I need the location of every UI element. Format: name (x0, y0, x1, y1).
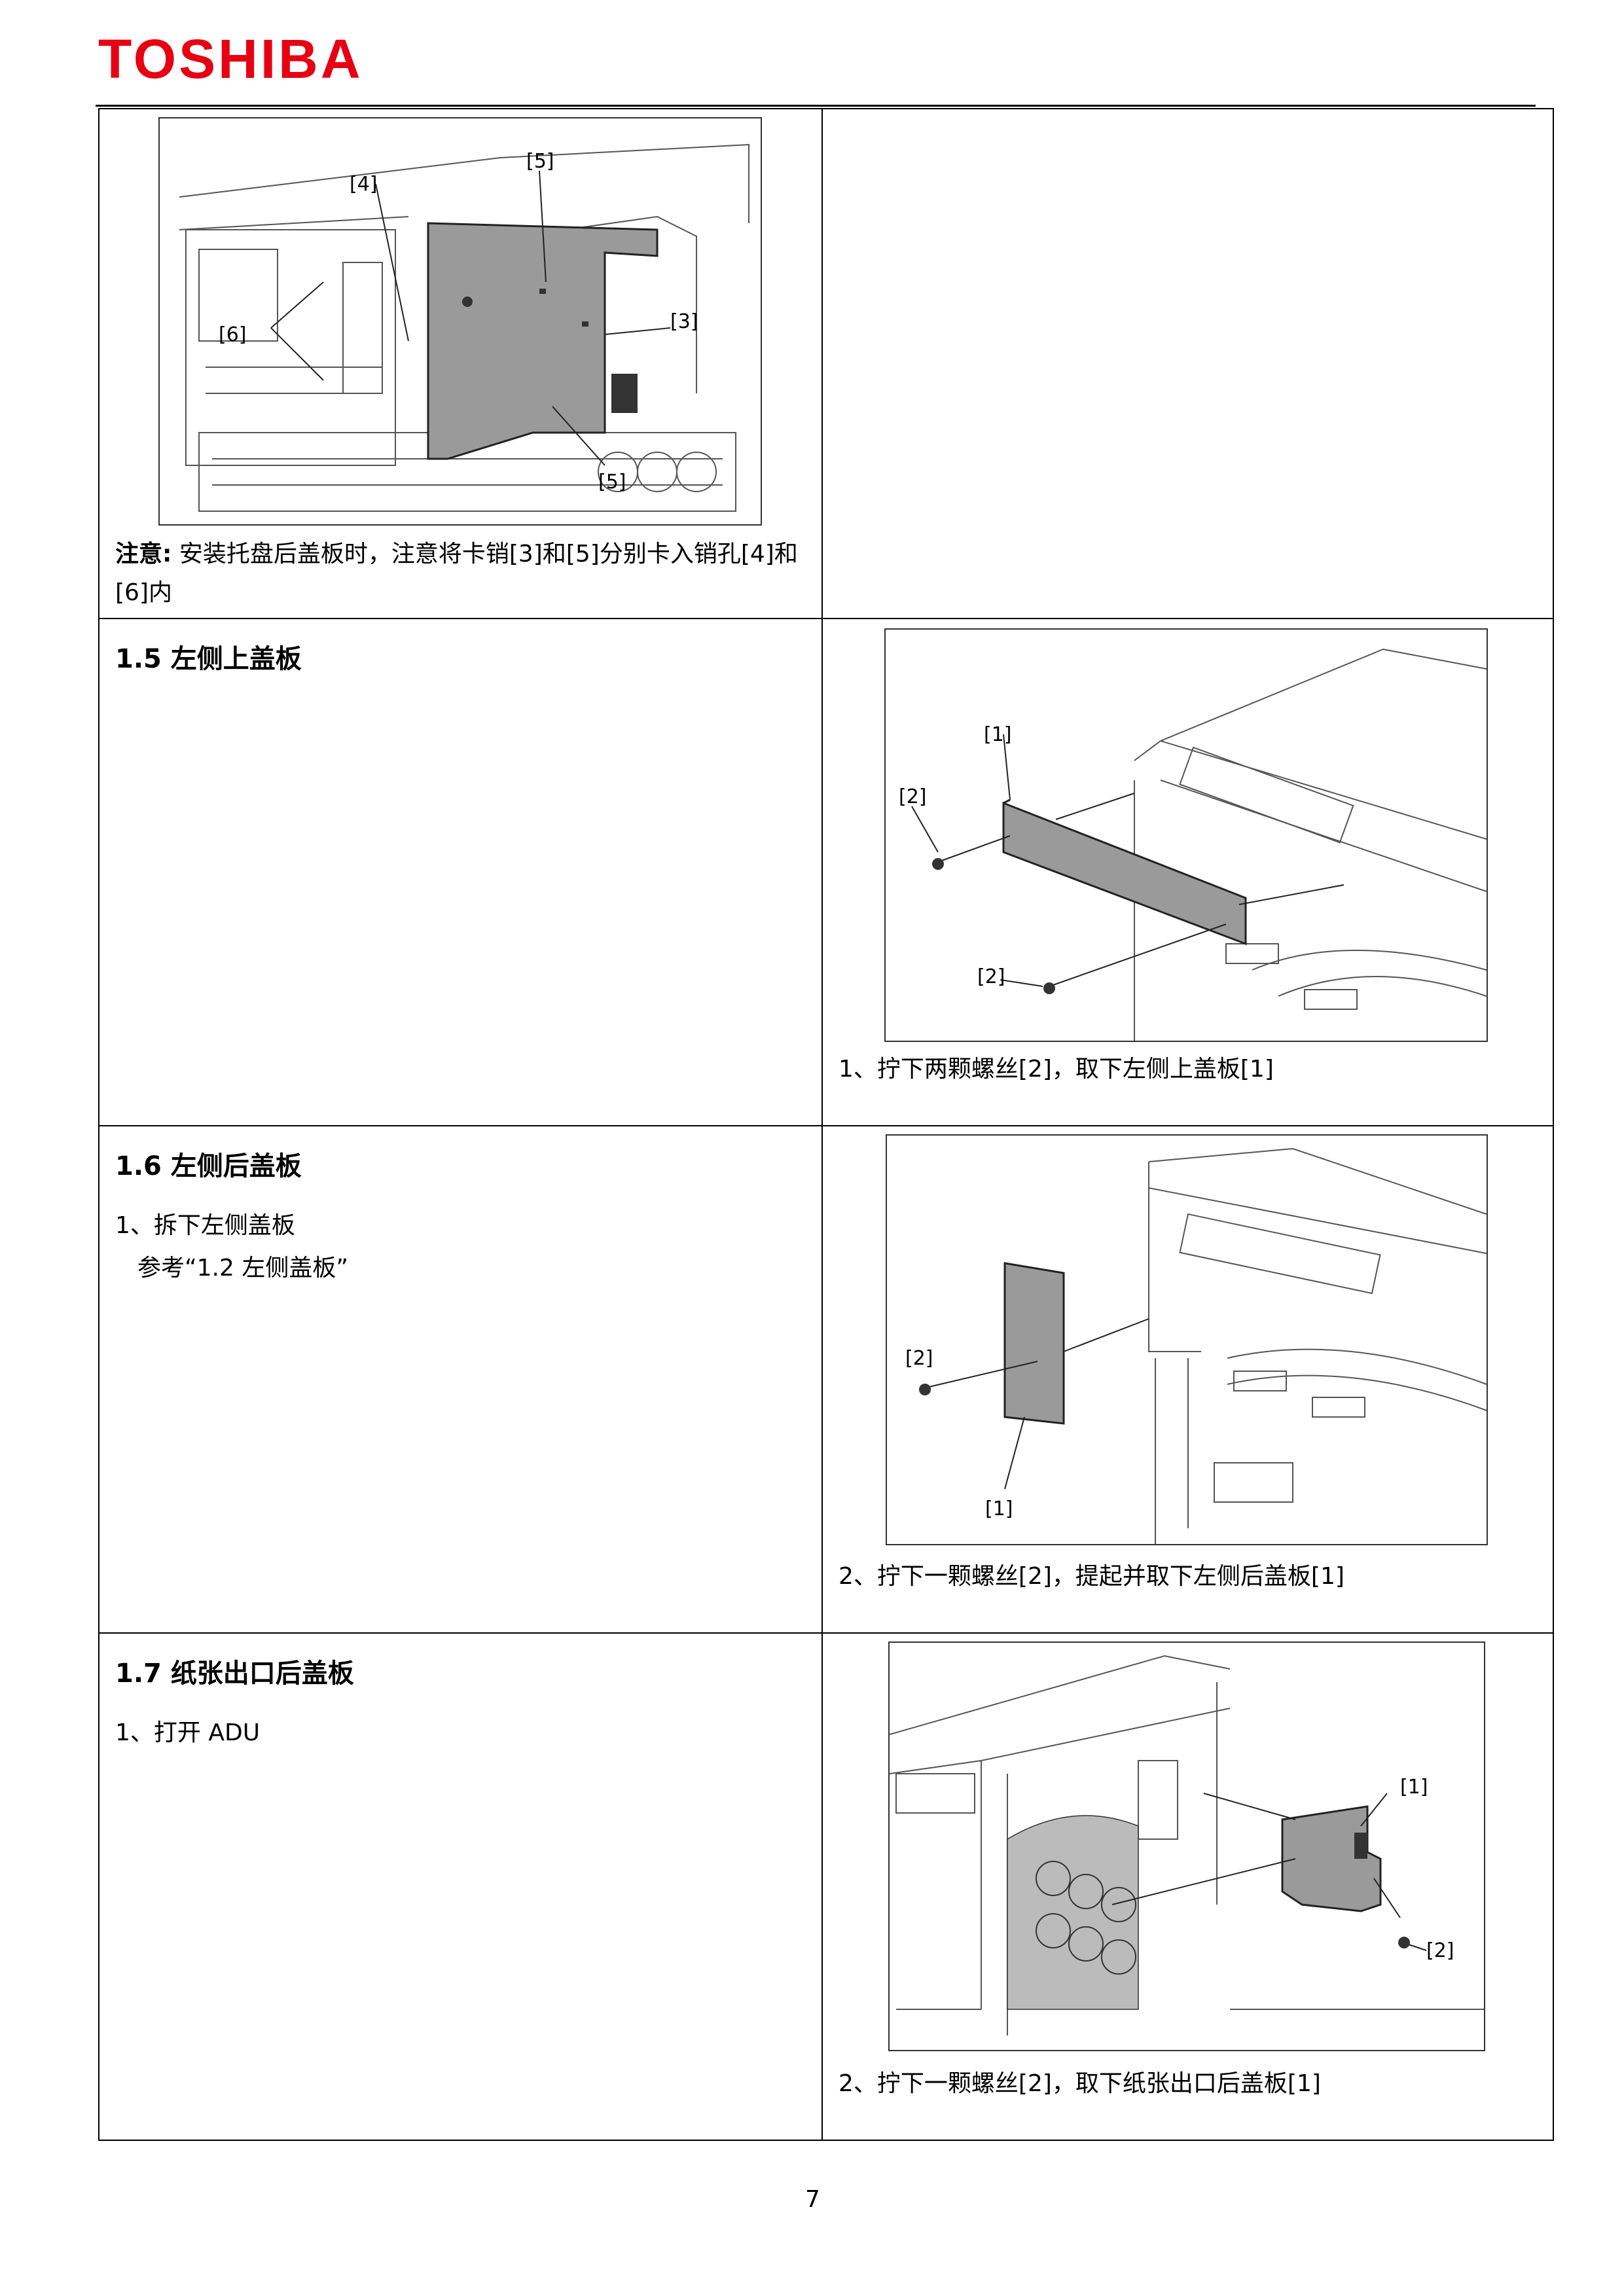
tray-rear-cover-figure: [4] [5] [6] [3] [5] (158, 117, 762, 526)
left-upper-cover-figure: [1] [2] [2] (884, 628, 1488, 1042)
section-1-7-right-cell: [1] [2] 2、拧下一颗螺丝[2]，取下纸张出口后盖板[1] (821, 1632, 1554, 2141)
section-1-5-right-cell: [1] [2] [2] 1、拧下两颗螺丝[2]，取下左侧上盖板[1] (821, 618, 1554, 1126)
table-row: [4] [5] [6] [3] [5] 注意: 安装托盘后盖板时，注意将卡销[3… (98, 108, 1554, 619)
section-1-6-left-cell: 1.6 左侧后盖板 1、拆下左侧盖板 参考“1.2 左侧盖板” (98, 1125, 823, 1634)
figure-label-5-bottom: [5] (598, 471, 626, 493)
section-1-7-caption: 2、拧下一颗螺丝[2]，取下纸张出口后盖板[1] (839, 2070, 1321, 2097)
figure-label-6: [6] (219, 323, 247, 346)
install-note: 注意: 安装托盘后盖板时，注意将卡销[3]和[5]分别卡入销孔[4]和[6]内 (115, 535, 809, 613)
note-label: 注意: (115, 541, 172, 567)
left-rear-cover-illustration: [2] [1] (905, 1147, 1487, 1544)
figure-label-2: [2] (905, 1347, 933, 1370)
left-upper-cover-illustration: [1] [2] [2] (899, 648, 1487, 1041)
figure-label-4: [4] (350, 173, 378, 196)
section-1-6-step-1: 1、拆下左侧盖板 (115, 1212, 295, 1239)
figure-label-5-top: [5] (526, 150, 554, 173)
row1-right-cell (821, 108, 1554, 619)
section-title-1-5: 1.5 左侧上盖板 (115, 644, 302, 674)
table-row: 1.7 纸张出口后盖板 1、打开 ADU (98, 1632, 1554, 2141)
header-rule (96, 105, 1536, 107)
row1-left-cell: [4] [5] [6] [3] [5] 注意: 安装托盘后盖板时，注意将卡销[3… (98, 108, 823, 619)
section-1-6-step-1-reference: 参考“1.2 左侧盖板” (137, 1255, 348, 1282)
figure-label-1: [1] (1400, 1776, 1428, 1799)
section-1-7-step-1: 1、打开 ADU (115, 1719, 261, 1746)
section-title-1-6: 1.6 左侧后盖板 (115, 1151, 302, 1181)
left-rear-cover-figure: [2] [1] (886, 1134, 1488, 1545)
table-row: 1.6 左侧后盖板 1、拆下左侧盖板 参考“1.2 左侧盖板” (98, 1125, 1554, 1634)
figure-label-2: [2] (1426, 1939, 1454, 1962)
table-row: 1.5 左侧上盖板 (98, 618, 1554, 1126)
figure-label-2-top: [2] (899, 785, 927, 808)
section-1-5-left-cell: 1.5 左侧上盖板 (98, 618, 823, 1126)
section-1-5-caption: 1、拧下两颗螺丝[2]，取下左侧上盖板[1] (839, 1056, 1274, 1083)
paper-exit-rear-cover-figure: [1] [2] (888, 1641, 1485, 2051)
page-number: 7 (805, 2186, 820, 2213)
section-1-7-left-cell: 1.7 纸张出口后盖板 1、打开 ADU (98, 1632, 823, 2141)
figure-label-1: [1] (984, 723, 1012, 746)
section-1-6-caption: 2、拧下一颗螺丝[2]，提起并取下左侧后盖板[1] (839, 1563, 1344, 1590)
paper-exit-rear-cover-illustration: [1] [2] (890, 1655, 1484, 2036)
figure-label-1: [1] (985, 1498, 1013, 1520)
note-text: 安装托盘后盖板时，注意将卡销[3]和[5]分别卡入销孔[4]和[6]内 (115, 541, 798, 607)
tray-rear-cover-illustration: [4] [5] [6] [3] [5] (179, 143, 749, 512)
procedure-table: [4] [5] [6] [3] [5] 注意: 安装托盘后盖板时，注意将卡销[3… (98, 108, 1554, 2141)
figure-label-2-bottom: [2] (977, 965, 1005, 988)
section-1-6-right-cell: [2] [1] 2、拧下一颗螺丝[2]，提起并取下左侧后盖板[1] (821, 1125, 1554, 1634)
section-title-1-7: 1.7 纸张出口后盖板 (115, 1659, 354, 1689)
figure-label-3: [3] (670, 310, 698, 333)
toshiba-logo: TOSHIBA (98, 28, 363, 90)
